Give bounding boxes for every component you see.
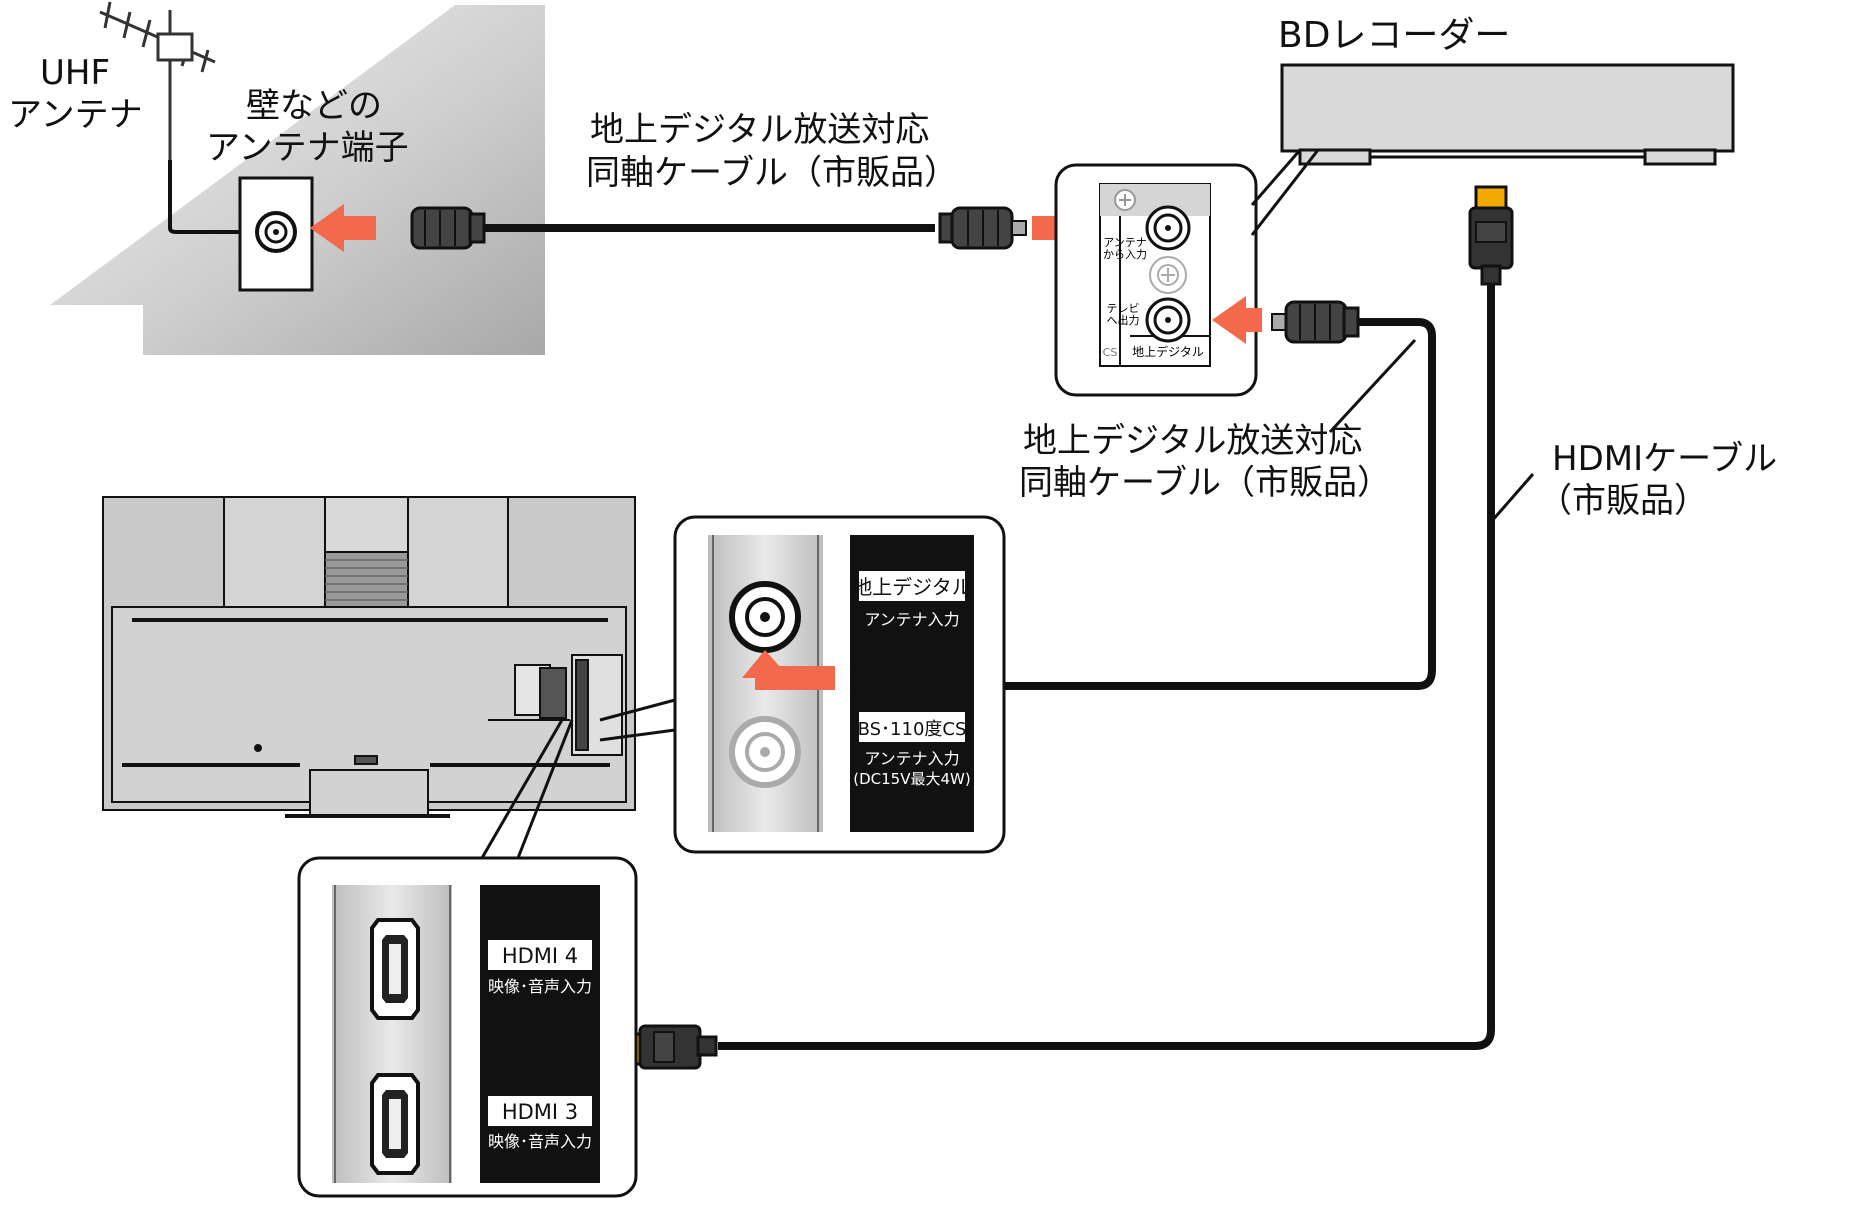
tv-rear-view <box>102 496 636 818</box>
bs-badge-text: BS･110度CS <box>858 719 967 740</box>
hdmi-plug-recorder-side <box>1468 185 1514 286</box>
tv-antenna-callout: 地上デジタル アンテナ入力 BS･110度CS アンテナ入力 (DC15V最大4… <box>673 515 1006 854</box>
terrestrial-label: 地上デジタル <box>1132 344 1204 359</box>
uhf-antenna-label-2: アンテナ <box>8 95 143 135</box>
terrestrial-sub-text: アンテナ入力 <box>864 610 959 629</box>
hdmi4-sub-text: 映像･音声入力 <box>488 977 592 996</box>
leader-line-hdmi <box>1489 473 1535 523</box>
recorder-antenna-in-jack <box>1145 205 1191 251</box>
bd-recorder-label: BDレコーダー <box>1278 15 1511 56</box>
callout-leader-antenna <box>599 698 676 722</box>
wall-terminal-label-2: アンテナ端子 <box>206 128 409 168</box>
bd-recorder <box>1280 63 1735 166</box>
screw-icon <box>1114 189 1136 211</box>
terrestrial-badge-text: 地上デジタル <box>852 575 972 599</box>
tv-terrestrial-antenna-jack <box>729 581 801 653</box>
hdmi-cable-label-2: （市販品） <box>1538 481 1708 521</box>
hdmi-cable <box>616 185 1514 1070</box>
hdmi4-badge-text: HDMI 4 <box>502 944 578 968</box>
antenna-in-label-1: アンテナ <box>1103 236 1147 249</box>
cs-fragment-label: CS <box>1103 346 1118 359</box>
tv-out-label-1: テレビ <box>1107 302 1140 315</box>
hdmi4-port <box>370 918 420 1020</box>
hdmi3-badge-text: HDMI 3 <box>502 1100 578 1124</box>
coax-plug-left <box>410 206 486 250</box>
arrow-to-recorder-tv-out <box>1212 296 1262 344</box>
wall-antenna-terminal <box>238 176 314 292</box>
callout-leader-hdmi-2 <box>516 719 574 859</box>
recorder-tv-out-jack <box>1145 297 1191 343</box>
callout-leader-hdmi <box>480 719 564 859</box>
bs-sub-text-2: (DC15V最大4W) <box>853 770 970 788</box>
tv-out-label-2: へ出力 <box>1107 313 1140 327</box>
hdmi-cable-label-1: HDMIケーブル <box>1552 439 1778 479</box>
hdmi3-sub-text: 映像･音声入力 <box>488 1132 592 1151</box>
hdmi3-badge <box>488 1096 592 1126</box>
bs-badge <box>859 712 965 742</box>
coax-plug-recorder-side <box>1271 300 1360 344</box>
recorder-rear-callout: アンテナ から入力 テレビ へ出力 CS 地上デジタル <box>1054 149 1320 397</box>
coax-middle-label-1: 地上デジタル放送対応 <box>1023 421 1363 461</box>
hdmi4-badge <box>488 940 592 970</box>
bs-sub-text-1: アンテナ入力 <box>864 749 959 768</box>
callout-leader-antenna-2 <box>599 728 676 742</box>
coax-cable-top <box>410 206 1027 250</box>
terrestrial-badge <box>859 571 965 601</box>
coax-middle-label-2: 同軸ケーブル（市販品） <box>1019 463 1391 503</box>
coax-top-label-1: 地上デジタル放送対応 <box>590 110 930 150</box>
arrow-to-wall-terminal <box>310 204 376 252</box>
coax-top-label-2: 同軸ケーブル（市販品） <box>586 153 958 193</box>
hdmi3-port <box>370 1073 420 1175</box>
uhf-antenna-icon <box>99 1 250 234</box>
screw-icon <box>1149 256 1187 294</box>
leader-line-coax-middle <box>1328 338 1417 434</box>
wall-terminal-label-1: 壁などの <box>246 86 382 126</box>
uhf-antenna-label-1: UHF <box>40 53 111 93</box>
hdmi-plug-tv-side <box>616 1024 718 1070</box>
coax-plug-right <box>938 206 1027 250</box>
tv-hdmi-callout: HDMI 4 映像･音声入力 HDMI 3 映像･音声入力 <box>297 856 638 1198</box>
tv-bs-antenna-jack <box>729 716 801 788</box>
antenna-in-label-2: から入力 <box>1103 248 1147 261</box>
arrow-to-tv-antenna-jack <box>742 650 835 690</box>
